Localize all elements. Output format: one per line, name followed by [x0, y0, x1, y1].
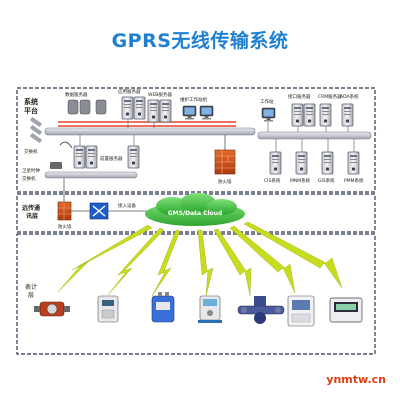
front-server-icon: [85, 145, 98, 169]
lightning-icon: [107, 227, 165, 296]
watermark: ynmtw.cn: [326, 373, 386, 386]
smart-meter-icon: [287, 295, 315, 327]
flow-meter-icon: [237, 296, 285, 324]
meter-layer-border: [16, 233, 376, 355]
front-server-icon: [73, 145, 86, 169]
lightning-bolts: [57, 221, 343, 297]
firewall-icon: [57, 201, 72, 221]
connector-lines: [79, 119, 355, 152]
data-server-icon: [67, 99, 107, 115]
section-label-remote: 远传通讯层: [22, 204, 40, 220]
label-ada-system: ADA系统: [340, 93, 359, 100]
diagram-title: GPRS无线传输系统: [111, 30, 289, 52]
label-access-device: 接入设备: [118, 202, 136, 209]
label-cloud: GMS/Data Cloud: [168, 210, 223, 217]
label-interface-server: 接口服务器: [288, 93, 311, 100]
label-firewall-bottom: 防火墙: [58, 223, 72, 230]
maint-pc-icon: [199, 105, 214, 120]
label-satellite-clock: 卫星时钟: [22, 167, 40, 174]
label-firewall-top: 防火墙: [218, 178, 232, 185]
label-front-server: 前置服务器: [100, 155, 123, 162]
lightning-icon: [151, 229, 181, 297]
lightning-icon: [57, 224, 153, 293]
cloud-icon: [145, 193, 245, 226]
label-crm-server: CRM服务器: [318, 93, 342, 100]
label-app-server: 应用服务器: [118, 88, 141, 95]
interface-server-icon: [303, 103, 316, 127]
platform-border: [16, 87, 376, 193]
web-server-icon: [159, 99, 172, 123]
backbone-bar-top: [44, 127, 256, 136]
maint-pc-icon: [182, 105, 197, 120]
app-server-icon: [121, 96, 134, 120]
workstation-icon: [261, 107, 276, 122]
crm-server-icon: [319, 103, 332, 127]
lightning-icon: [243, 221, 343, 289]
lightning-icon: [197, 229, 214, 297]
label-mnm: MNM系统: [290, 177, 311, 184]
label-maint-workstation: 维护工作站组: [180, 96, 207, 103]
backbone-bar-right: [257, 131, 372, 140]
lightning-icon: [229, 225, 296, 294]
lightning-icon: [213, 228, 252, 297]
section-label-meter: 表计层: [25, 283, 37, 299]
mnm-server-icon: [295, 151, 308, 175]
pmm-server-icon: [347, 151, 360, 175]
label-switch: 交换机: [24, 148, 38, 155]
ada-server-icon: [341, 103, 354, 127]
water-meter-icon: [34, 301, 70, 317]
section-label-platform: 系统平台: [24, 97, 38, 115]
label-data-server: 数据服务器: [65, 91, 88, 98]
heat-meter-icon: [198, 295, 222, 323]
gas-meter-icon: [151, 292, 175, 323]
web-server-icon: [147, 99, 160, 123]
satellite-clock-icon: [50, 162, 62, 169]
display-meter-icon: [329, 297, 363, 323]
interface-server-icon: [291, 103, 304, 127]
app-server-icon: [133, 96, 146, 120]
electric-meter-icon: [97, 295, 119, 323]
label-pmm: PMM系统: [344, 177, 364, 184]
label-workstation: 工作站: [260, 98, 274, 105]
switch-icon: [29, 116, 43, 144]
front-server-icon: [127, 145, 140, 169]
label-switch-2: 交换机: [22, 175, 36, 182]
firewall-icon: [214, 149, 236, 175]
label-cis: CIS系统: [264, 177, 281, 184]
label-web-server: WEB服务器: [148, 91, 172, 98]
access-device-icon: [89, 202, 109, 220]
backbone-bar-left: [44, 171, 138, 179]
cis-server-icon: [269, 151, 282, 175]
gis-server-icon: [321, 151, 334, 175]
satellite-icon: [59, 141, 73, 149]
label-gis: GIS系统: [318, 177, 335, 184]
